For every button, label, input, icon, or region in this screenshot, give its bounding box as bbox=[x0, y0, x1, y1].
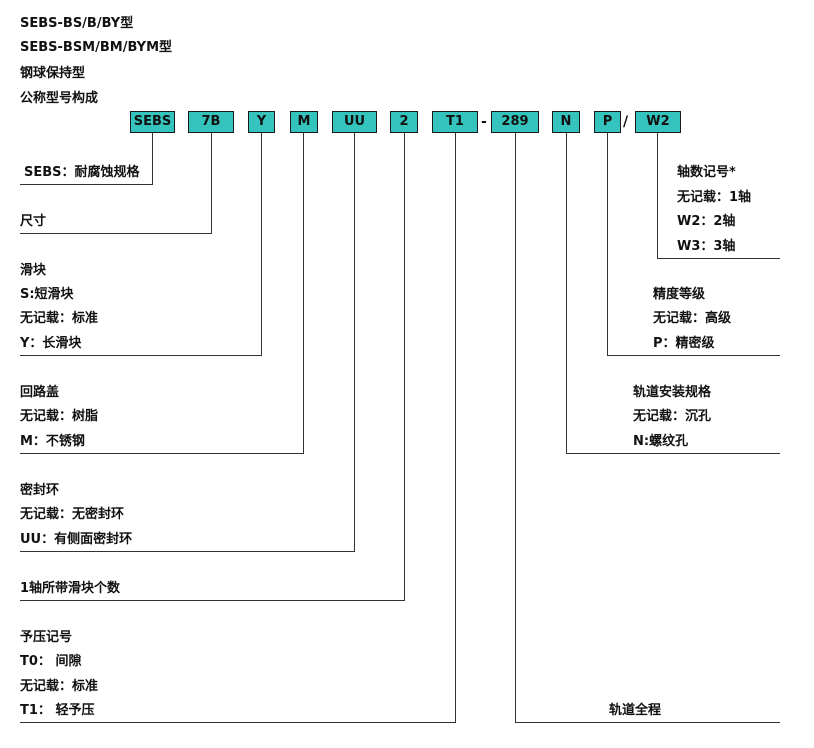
label-return-cap-resin: 无记载：树脂 bbox=[20, 409, 99, 424]
label-accuracy-high: 无记载：高级 bbox=[653, 311, 732, 326]
label-rail-mount-title: 轨道安装规格 bbox=[633, 385, 712, 400]
connector-rail-mount bbox=[566, 133, 780, 454]
title-model-composition: 公称型号构成 bbox=[20, 91, 99, 106]
label-rail-mount-tapped: N:螺纹孔 bbox=[633, 434, 689, 449]
label-preload-clearance: T0： 间隙 bbox=[20, 654, 82, 669]
label-accuracy-title: 精度等级 bbox=[653, 287, 706, 302]
label-axes-one: 无记载：1轴 bbox=[677, 190, 752, 205]
label-preload-title: 予压记号 bbox=[20, 630, 73, 645]
code-box-rail-length: 289 bbox=[491, 111, 539, 133]
label-blocks-per-rail: 1轴所带滑块个数 bbox=[20, 581, 121, 596]
label-axes-title: 轴数记号* bbox=[677, 165, 736, 180]
label-slider-long: Y：长滑块 bbox=[20, 336, 82, 351]
code-box-return-cap: M bbox=[290, 111, 318, 133]
code-box-slider: Y bbox=[248, 111, 275, 133]
label-rail-length: 轨道全程 bbox=[609, 703, 662, 718]
title-type-standard: SEBS-BS/B/BY型 bbox=[20, 16, 134, 31]
code-box-accuracy: P bbox=[594, 111, 621, 133]
label-preload-standard: 无记载：标准 bbox=[20, 679, 99, 694]
label-slider-title: 滑块 bbox=[20, 263, 47, 278]
label-rail-mount-counterbore: 无记载：沉孔 bbox=[633, 409, 712, 424]
code-box-preload: T1 bbox=[432, 111, 478, 133]
connector-rail-length bbox=[515, 133, 780, 723]
label-slider-standard: 无记载：标准 bbox=[20, 311, 99, 326]
label-accuracy-precision: P：精密级 bbox=[653, 336, 715, 351]
connector-return-cap bbox=[20, 133, 304, 454]
connector-blocks-per-rail bbox=[20, 133, 405, 601]
connector-preload bbox=[20, 133, 456, 723]
label-seal-side: UU：有侧面密封环 bbox=[20, 532, 133, 547]
code-box-rail-mount: N bbox=[552, 111, 580, 133]
label-size: 尺寸 bbox=[20, 214, 47, 229]
dash-separator: - bbox=[481, 114, 487, 130]
connector-series bbox=[20, 133, 153, 185]
connector-accuracy bbox=[607, 133, 780, 356]
slash-separator: / bbox=[623, 114, 629, 130]
label-axes-two: W2：2轴 bbox=[677, 214, 736, 229]
code-box-axes: W2 bbox=[635, 111, 681, 133]
connector-seal bbox=[20, 133, 355, 552]
label-seal-none: 无记载：无密封环 bbox=[20, 507, 125, 522]
label-axes-three: W3：3轴 bbox=[677, 239, 736, 254]
label-seal-title: 密封环 bbox=[20, 483, 60, 498]
label-return-cap-title: 回路盖 bbox=[20, 385, 60, 400]
connector-slider bbox=[20, 133, 262, 356]
label-return-cap-stainless: M：不锈钢 bbox=[20, 434, 85, 449]
code-box-seal: UU bbox=[332, 111, 377, 133]
title-ball-retainer: 钢球保持型 bbox=[20, 66, 86, 81]
label-preload-light: T1： 轻予压 bbox=[20, 703, 95, 718]
code-box-series: SEBS bbox=[130, 111, 175, 133]
title-type-stainless: SEBS-BSM/BM/BYM型 bbox=[20, 40, 173, 55]
connector-size bbox=[20, 133, 212, 234]
label-series-stainless: SEBS：耐腐蚀规格 bbox=[24, 165, 140, 180]
connector-axes bbox=[657, 133, 780, 259]
label-slider-short: S:短滑块 bbox=[20, 287, 74, 302]
code-box-size: 7B bbox=[188, 111, 234, 133]
code-box-blocks-per-rail: 2 bbox=[390, 111, 418, 133]
